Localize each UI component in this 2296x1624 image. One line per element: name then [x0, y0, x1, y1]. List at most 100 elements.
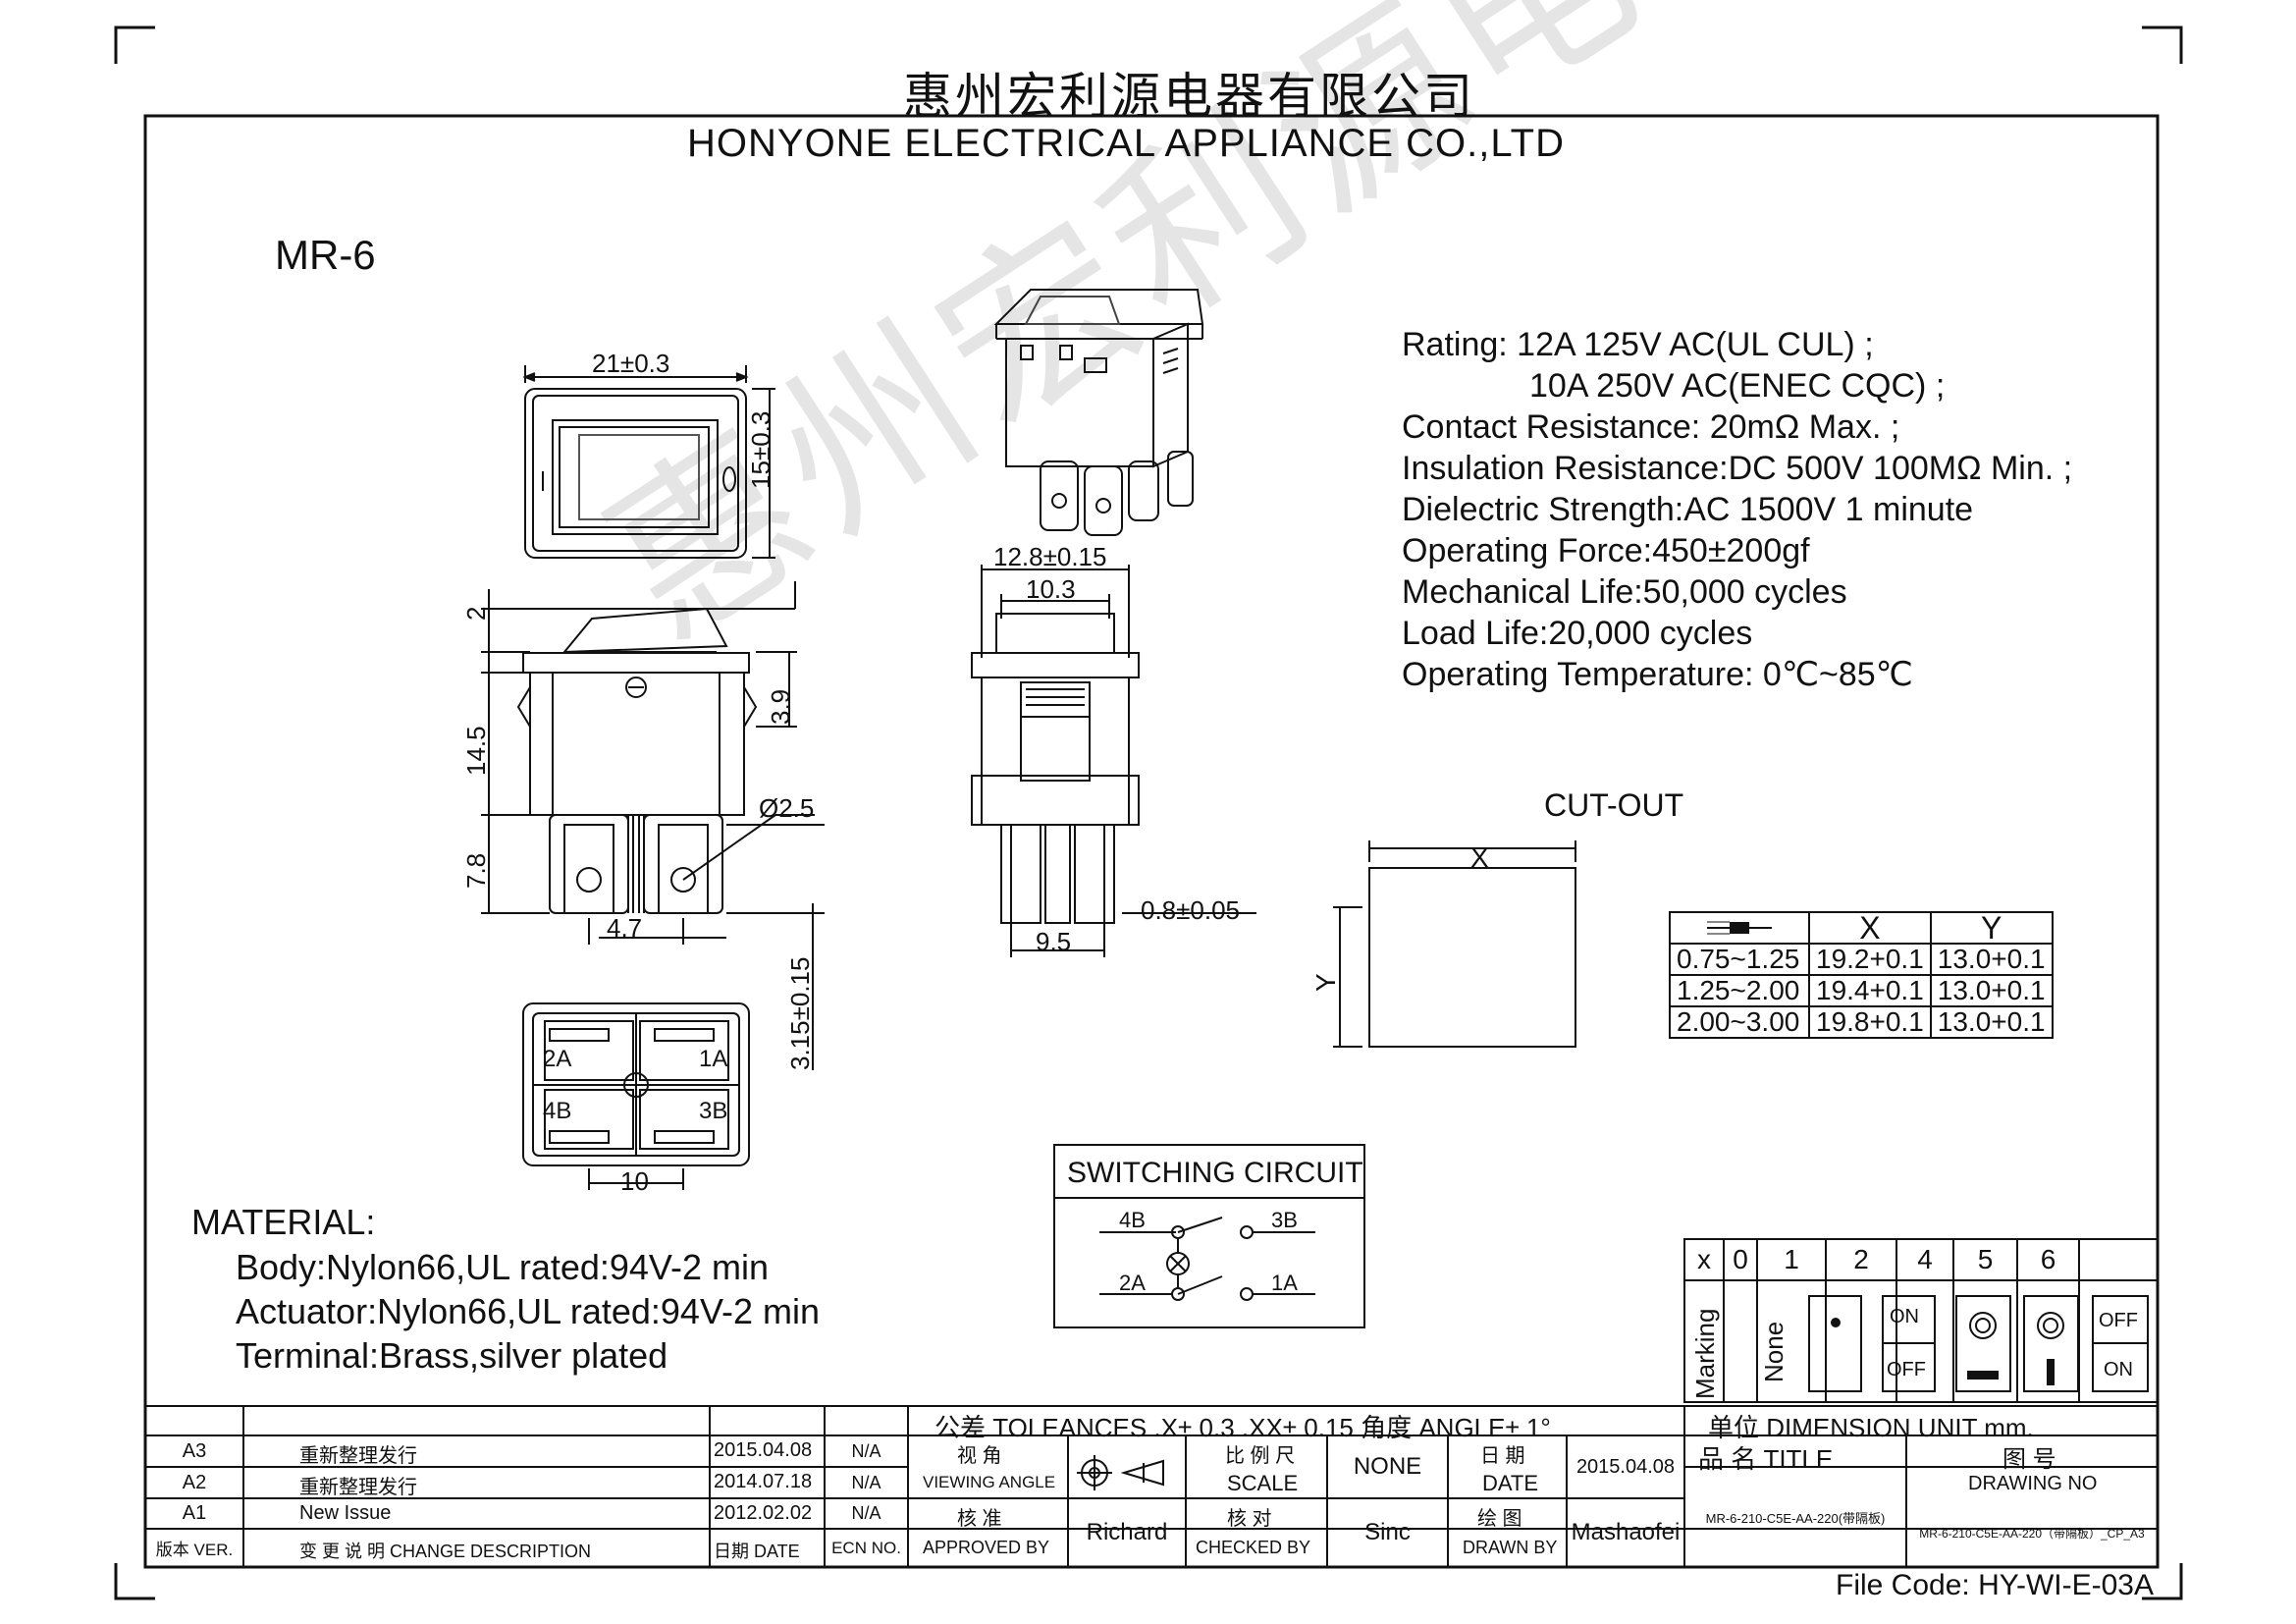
material-title: MATERIAL: — [191, 1202, 376, 1242]
marking-header-5: 5 — [1977, 1244, 1994, 1274]
title-value: MR-6-210-C5E-AA-220(带隔板) — [1705, 1510, 1886, 1526]
rev-a3-date: 2015.04.08 — [714, 1439, 813, 1461]
company-name-cn: 惠州宏利源电器有限公司 — [903, 68, 1475, 125]
marking-header-1: 1 — [1784, 1244, 1799, 1274]
viewing-angle: VIEWING ANGLE — [923, 1473, 1056, 1491]
end-view — [972, 565, 1256, 957]
dim-end-thickness: 0.8±0.05 — [1141, 895, 1241, 925]
scale-value: NONE — [1353, 1453, 1422, 1480]
front-view — [525, 365, 775, 558]
scale-label: SCALE — [1227, 1471, 1299, 1495]
rev-a2-ver: A2 — [182, 1471, 207, 1493]
cell: 1.25~2.00 — [1669, 974, 1810, 1007]
file-code: File Code: HY-WI-E-03A — [1836, 1569, 2154, 1601]
rev-header-ecn: ECN NO. — [831, 1538, 901, 1557]
cutout-table-header: X Y — [1669, 911, 2054, 945]
circuit-label-2a: 2A — [1119, 1271, 1146, 1295]
dim-hole-dia: Ø2.5 — [759, 793, 815, 823]
bottom-view — [523, 1003, 749, 1190]
marking-6-on: ON — [2104, 1359, 2133, 1380]
table-row: 0.75~1.25 19.2+0.1 13.0+0.1 — [1669, 943, 2054, 976]
iso-view — [996, 290, 1202, 535]
cutout-col-x: X — [1808, 911, 1932, 945]
marking-2-on: ON — [1890, 1306, 1919, 1327]
panel-thickness-icon — [1669, 911, 1810, 945]
dim-bottom-width: 10 — [620, 1166, 649, 1196]
rev-a3-ecn: N/A — [851, 1440, 881, 1461]
cutout-x-label: X — [1470, 842, 1489, 873]
dim-end-pitch: 9.5 — [1036, 927, 1072, 956]
title-label: 品 名 TITLE — [1698, 1444, 1834, 1474]
marking-header-6: 6 — [2040, 1244, 2056, 1274]
cutout-drawing — [1333, 840, 1575, 1047]
cell: 13.0+0.1 — [1929, 974, 2054, 1007]
title-block-grid — [145, 1406, 2158, 1567]
drawing-no-cn: 图 号 — [2002, 1446, 2056, 1473]
cutout-title: CUT-OUT — [1544, 787, 1684, 823]
side-view — [481, 581, 825, 1070]
checked-label: CHECKED BY — [1196, 1538, 1311, 1557]
scale-cn: 比 例 尺 — [1225, 1445, 1296, 1467]
marking-header-x: x — [1697, 1244, 1711, 1274]
spec-line: Operating Force:450±200gf — [1402, 532, 1810, 569]
drawing-no-label: DRAWING NO — [1968, 1473, 2098, 1494]
terminal-1a: 1A — [699, 1046, 728, 1072]
dim-terminal-pitch: 4.7 — [607, 913, 643, 943]
cell: 2.00~3.00 — [1669, 1005, 1810, 1039]
viewing-angle-cn: 视 角 — [957, 1445, 1002, 1467]
specs-list: Rating: 12A 125V AC(UL CUL) ; 10A 250V A… — [1402, 324, 2072, 695]
checked-value: Sinc — [1364, 1519, 1411, 1545]
rev-a1-ver: A1 — [182, 1502, 207, 1524]
marking-table — [1684, 1239, 2158, 1402]
spec-line: Load Life:20,000 cycles — [1402, 615, 1753, 652]
dim-side-step: 3.9 — [766, 688, 795, 725]
spec-line: Insulation Resistance:DC 500V 100MΩ Min.… — [1402, 450, 2073, 487]
dim-side-top: 2 — [461, 606, 491, 621]
circuit-label-1a: 1A — [1271, 1271, 1298, 1295]
dim-front-height: 15±0.3 — [746, 410, 775, 489]
spec-line: Operating Temperature: 0℃~85℃ — [1402, 656, 1913, 693]
cutout-col-y: Y — [1929, 911, 2054, 945]
cutout-y-label: Y — [1310, 973, 1341, 992]
marking-2-off: OFF — [1887, 1359, 1926, 1380]
checked-cn: 核 对 — [1227, 1508, 1272, 1530]
rev-a2-ecn: N/A — [851, 1472, 881, 1492]
material-list: Body:Nylon66,UL rated:94V-2 min Actuator… — [236, 1245, 820, 1378]
marking-6-off: OFF — [2099, 1310, 2138, 1331]
dim-end-total: 12.8±0.15 — [993, 542, 1107, 571]
marking-header-2: 2 — [1853, 1244, 1869, 1274]
frame — [145, 116, 2158, 1567]
cell: 19.8+0.1 — [1808, 1005, 1932, 1039]
marking-header-0: 0 — [1733, 1244, 1748, 1274]
date-value: 2015.04.08 — [1575, 1455, 1676, 1478]
cell: 19.4+0.1 — [1808, 974, 1932, 1007]
rev-header-desc: 变 更 说 明 CHANGE DESCRIPTION — [299, 1542, 592, 1561]
approved-value: Richard — [1086, 1519, 1168, 1545]
rev-a2-desc: 重新整理发行 — [299, 1477, 417, 1498]
spec-line: Contact Resistance: 20mΩ Max. ; — [1402, 408, 1900, 446]
marking-none: None — [1759, 1321, 1789, 1382]
date-cn: 日 期 — [1480, 1445, 1525, 1467]
rev-a1-date: 2012.02.02 — [714, 1502, 813, 1524]
cell: 0.75~1.25 — [1669, 943, 1810, 976]
rev-header-ver: 版本 VER. — [155, 1541, 234, 1559]
marking-row-label: Marking — [1690, 1308, 1720, 1399]
circuit-label-3b: 3B — [1271, 1208, 1298, 1232]
circuit-label-4b: 4B — [1119, 1208, 1146, 1232]
tolerances: 公差 TOLEANCES .X± 0.3 .XX± 0.15 角度 ANGLE±… — [934, 1413, 1551, 1442]
drawing-no-value: MR-6-210-C5E-AA-220（带隔板）_CP_A3 — [1919, 1526, 2145, 1541]
rev-a2-date: 2014.07.18 — [714, 1471, 813, 1492]
dim-end-inner: 10.3 — [1026, 574, 1076, 604]
rev-a3-ver: A3 — [182, 1439, 207, 1462]
dim-front-width: 21±0.3 — [592, 349, 670, 378]
approved-cn: 核 准 — [957, 1508, 1002, 1530]
switching-circuit-title: SWITCHING CIRCUIT — [1067, 1157, 1363, 1189]
model-title: MR-6 — [275, 232, 376, 278]
corner-marks — [116, 27, 2181, 1598]
dim-terminal-width: 3.15±0.15 — [785, 956, 815, 1070]
spec-line: Mechanical Life:50,000 cycles — [1402, 573, 1847, 611]
company-name-en: HONYONE ELECTRICAL APPLIANCE CO.,LTD — [687, 122, 1565, 165]
material-line: Actuator:Nylon66,UL rated:94V-2 min — [236, 1291, 820, 1331]
dim-side-terminal: 7.8 — [461, 852, 491, 889]
terminal-2a: 2A — [543, 1046, 572, 1072]
